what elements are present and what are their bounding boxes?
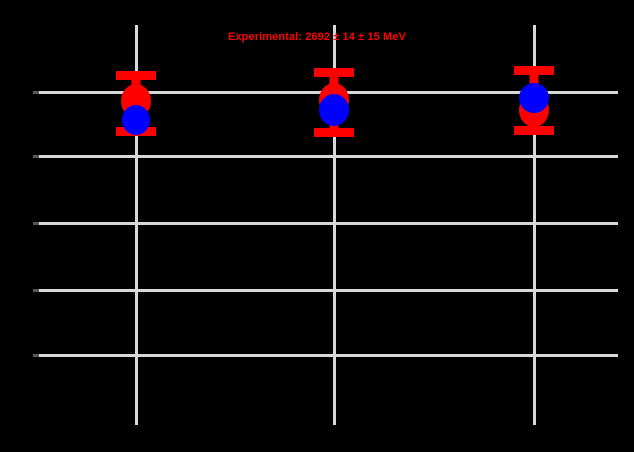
experimental-value-label: Experimental: 2692 ± 14 ± 15 MeV — [228, 31, 406, 43]
gridline-vertical-3 — [533, 25, 536, 425]
axis-tick-1 — [33, 91, 39, 94]
errorbar-top-cap-3 — [514, 66, 554, 75]
blue-marker-2 — [319, 94, 349, 126]
gridline-horizontal-4 — [38, 289, 618, 292]
gridline-horizontal-5 — [38, 354, 618, 357]
axis-tick-4 — [33, 289, 39, 292]
errorbar-bottom-cap-3 — [514, 126, 554, 135]
axis-tick-3 — [33, 222, 39, 225]
blue-marker-1 — [122, 105, 150, 135]
gridline-vertical-2 — [333, 25, 336, 425]
axis-tick-5 — [33, 354, 39, 357]
blue-marker-3 — [519, 83, 549, 113]
gridline-vertical-1 — [135, 25, 138, 425]
errorbar-bottom-cap-2 — [314, 128, 354, 137]
gridline-horizontal-3 — [38, 222, 618, 225]
axis-tick-2 — [33, 155, 39, 158]
gridline-horizontal-2 — [38, 155, 618, 158]
errorbar-top-cap-1 — [116, 71, 156, 80]
errorbar-top-cap-2 — [314, 68, 354, 77]
